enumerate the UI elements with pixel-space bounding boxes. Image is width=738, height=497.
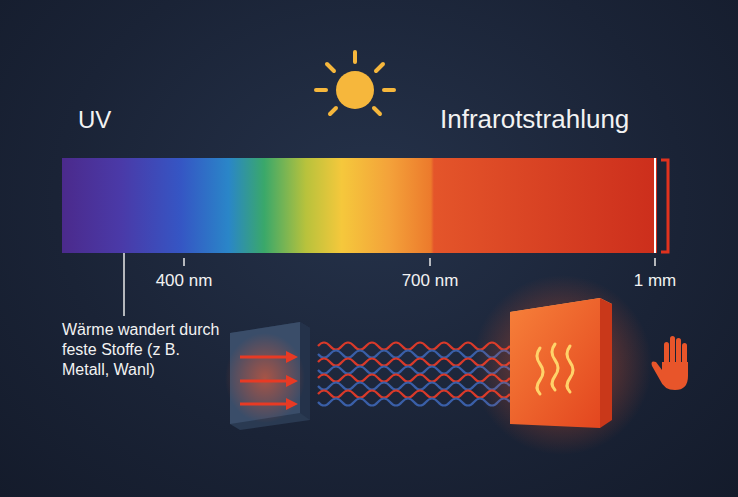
solid-slab — [225, 322, 310, 430]
heat-arrows — [240, 351, 298, 410]
hand-icon — [652, 336, 689, 390]
tick-marks — [184, 258, 655, 266]
leader-line — [123, 253, 125, 316]
bar-end-line — [654, 158, 656, 253]
spectrum-bar — [62, 158, 657, 253]
wavelength-label: 400 nm — [156, 270, 213, 291]
region-label: Infrarotstrahlung — [440, 103, 629, 136]
heater-panel — [472, 275, 652, 455]
sun-icon — [316, 52, 394, 114]
note-text: Wärme wandert durch feste Stoffe (z B. M… — [62, 320, 220, 380]
region-label: UV — [78, 105, 111, 135]
wavelength-label: 1 mm — [634, 270, 677, 291]
bracket — [661, 160, 668, 252]
wavelength-label: 700 nm — [402, 270, 459, 291]
